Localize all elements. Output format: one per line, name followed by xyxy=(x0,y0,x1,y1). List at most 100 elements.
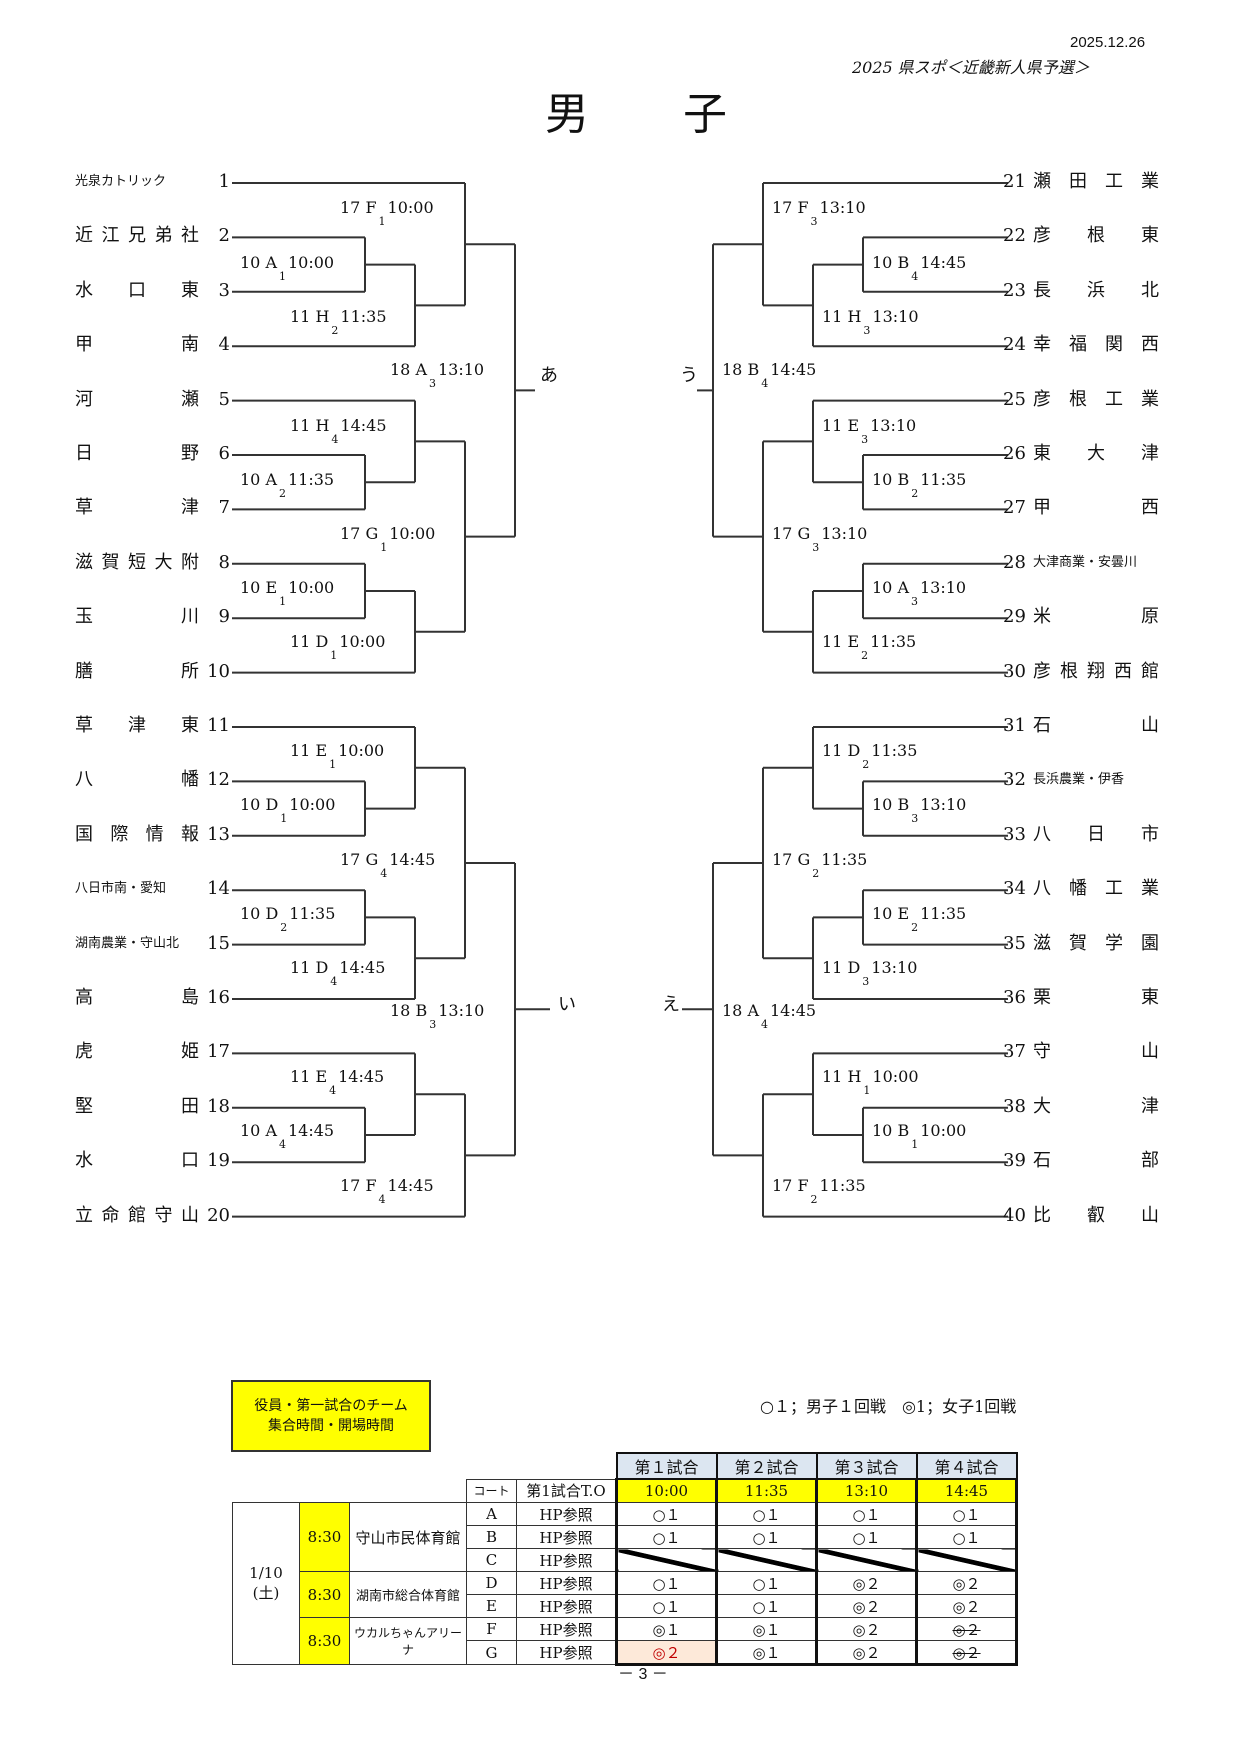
match-day-court: 10 E xyxy=(872,904,910,923)
team-name-char: 命 xyxy=(101,1204,120,1226)
court-header: コート xyxy=(466,1478,517,1503)
match-game-number: 1 xyxy=(911,1138,919,1151)
match-time: 11:35 xyxy=(289,904,336,923)
date: 1/10 xyxy=(249,1564,283,1582)
team-name: 滋賀短大附 xyxy=(75,551,199,575)
team-name-char: 山 xyxy=(1141,1204,1159,1226)
team-name-char: 滋 xyxy=(1033,932,1051,954)
match-label: 10 D211:35 xyxy=(240,904,336,934)
team-name-char: 根 xyxy=(1087,225,1105,247)
team-name-char: 東 xyxy=(181,279,199,301)
match-game-number: 3 xyxy=(810,215,818,228)
schedule-table: 第１試合 第２試合 第３試合 第４試合 コート 第1試合T.O 10:00 11… xyxy=(232,1452,1018,1666)
venue-name: ウカルちゃんアリーナ xyxy=(349,1617,467,1665)
team-name: 草津東 xyxy=(75,714,199,738)
team-name: 立命館守山 xyxy=(75,1204,199,1228)
match-game-number: 2 xyxy=(812,867,820,880)
team-name-char: 水 xyxy=(75,279,93,301)
game-cell: ◎２ xyxy=(815,1594,918,1618)
game-cell: ◎２ xyxy=(915,1594,1018,1618)
match-day-court: 10 A xyxy=(240,1121,277,1140)
team-number: 17 xyxy=(207,1041,230,1063)
team-name-char: 浜 xyxy=(1087,279,1105,301)
match-game-number: 3 xyxy=(863,324,871,337)
match-day-court: 10 D xyxy=(240,795,279,814)
team-name-char: 東 xyxy=(181,715,199,736)
match-label: 18 B313:10 xyxy=(390,1001,484,1031)
game-header-4: 第４試合 xyxy=(915,1452,1018,1480)
team-name-char: 西 xyxy=(1141,334,1159,356)
team-name-char: 水 xyxy=(75,1150,93,1172)
team-name: 彦根東 xyxy=(1033,224,1159,248)
match-game-number: 4 xyxy=(329,1084,337,1097)
tipoff-ref: HP参照 xyxy=(516,1617,617,1641)
game-header-2: 第２試合 xyxy=(715,1452,818,1480)
team-entry: 28 大津商業・安曇川 xyxy=(1003,551,1163,575)
team-name-char: 社 xyxy=(181,225,199,247)
team-name-char: 彦 xyxy=(1033,388,1051,410)
match-day-court: 17 G xyxy=(772,850,811,869)
game-cell: ◎２ xyxy=(915,1571,1018,1595)
match-label: 17 G414:45 xyxy=(340,850,435,880)
match-day-court: 11 E xyxy=(822,416,860,435)
tipoff-ref: HP参照 xyxy=(516,1502,617,1526)
match-game-number: 2 xyxy=(279,487,286,500)
team-name-char: 叡 xyxy=(1087,1204,1105,1226)
match-time: 14:45 xyxy=(770,1001,817,1020)
match-label: 11 H414:45 xyxy=(290,416,387,446)
match-label: 10 D110:00 xyxy=(240,795,335,825)
team-name-char: 西 xyxy=(1141,497,1159,519)
team-name-char: 野 xyxy=(181,443,199,464)
match-time: 10:00 xyxy=(288,578,335,597)
court-letter: F xyxy=(466,1617,517,1641)
court-letter: B xyxy=(466,1525,517,1549)
team-name-char: 賀 xyxy=(101,551,120,573)
match-label: 11 E313:10 xyxy=(822,416,916,446)
game-cell: ○１ xyxy=(615,1502,718,1526)
match-time: 13:10 xyxy=(438,360,485,379)
team-name-char: 石 xyxy=(1033,715,1051,736)
team-name-char: 津 xyxy=(1141,1095,1159,1117)
game-cell: ○１ xyxy=(615,1525,718,1549)
team-name: 大津商業・安曇川 xyxy=(1033,554,1138,570)
team-number: 34 xyxy=(1003,878,1026,900)
match-game-number: 1 xyxy=(279,270,286,283)
team-number: 25 xyxy=(1003,388,1026,410)
note-line-1: 役員・第一試合のチーム xyxy=(254,1398,408,1414)
match-label: 17 F414:45 xyxy=(340,1176,434,1206)
match-day-court: 11 H xyxy=(290,307,330,326)
team-name-char: 附 xyxy=(181,551,199,573)
team-name-char: 石 xyxy=(1033,1150,1051,1172)
team-number: 33 xyxy=(1003,823,1026,845)
team-number: 3 xyxy=(218,279,230,301)
team-number: 28 xyxy=(1003,551,1026,573)
team-name-char: 際 xyxy=(110,823,129,845)
match-label: 11 D414:45 xyxy=(290,958,385,988)
team-name-char: 津 xyxy=(128,715,146,736)
match-day-court: 17 G xyxy=(340,524,379,543)
team-name-char: 守 xyxy=(1033,1041,1051,1063)
match-label: 17 G313:10 xyxy=(772,524,867,554)
match-game-number: 2 xyxy=(911,921,919,934)
match-label: 10 A313:10 xyxy=(872,578,966,608)
match-label: 10 B414:45 xyxy=(872,253,966,283)
team-name: 甲南 xyxy=(75,333,199,357)
team-number: 26 xyxy=(1003,443,1026,464)
game-cell: ◎１ xyxy=(715,1640,818,1666)
team-name: 膳所 xyxy=(75,660,199,684)
tipoff-ref: HP参照 xyxy=(516,1525,617,1549)
match-time: 11:35 xyxy=(288,470,335,489)
tipoff-ref: HP参照 xyxy=(516,1548,617,1572)
match-game-number: 3 xyxy=(911,812,919,825)
team-name-char: 大 xyxy=(1087,443,1105,464)
team-name-char: 瀬 xyxy=(181,388,199,410)
